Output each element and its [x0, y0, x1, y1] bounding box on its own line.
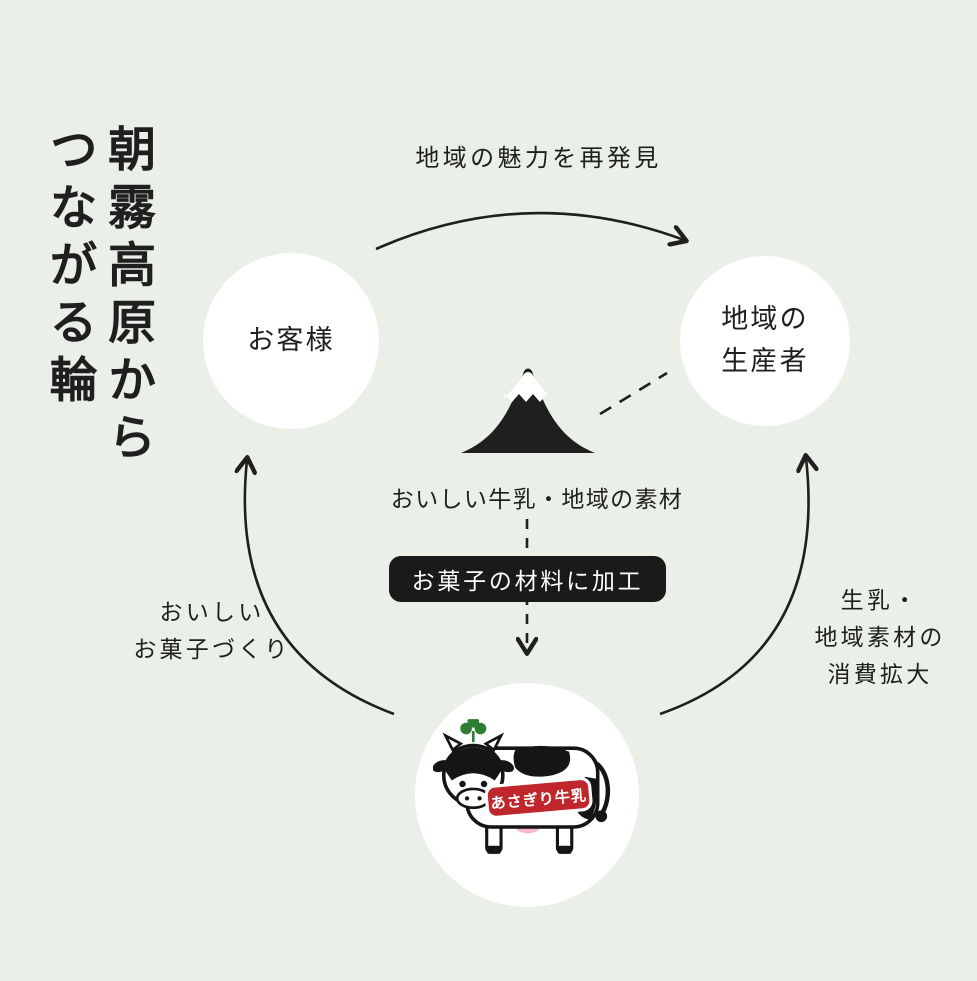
- flow-label-left: おいしい お菓子づくり: [133, 600, 291, 662]
- ingredients-caption: おいしい牛乳・地域の素材: [390, 487, 684, 512]
- producer-label: 地域の 生産者: [721, 299, 808, 383]
- producer-label-line1: 地域の: [721, 304, 809, 335]
- customer-label: お客様: [247, 325, 335, 356]
- clover-icon: [460, 719, 487, 743]
- node-producer: 地域の 生産者: [680, 256, 850, 426]
- cow-tail-tuft: [595, 810, 608, 823]
- arrow-customer-to-producer: [375, 211, 684, 251]
- node-customer: お客様: [203, 253, 379, 429]
- mount-fuji-icon: [461, 368, 595, 453]
- node-factory: あさぎり牛乳: [415, 683, 639, 907]
- producer-label-line2: 生産者: [721, 346, 809, 376]
- process-pill: お菓子の材料に加工: [389, 556, 666, 602]
- dashed-line-to-producer: [599, 371, 668, 416]
- flow-label-right: 生乳・ 地域素材の 消費拡大: [814, 588, 946, 687]
- arrow-factory-to-customer: [245, 460, 395, 716]
- asagiri-milk-logo: あさぎり牛乳: [433, 719, 611, 854]
- page-title: 朝霧高原から つながる輪: [38, 124, 155, 470]
- page-title-column-1: 朝霧高原から: [100, 124, 154, 470]
- flow-label-top: 地域の魅力を再発見: [415, 146, 662, 172]
- page-title-column-2: つながる輪: [41, 124, 95, 412]
- brand-banner: あさぎり牛乳: [484, 776, 593, 819]
- arrow-factory-to-producer: [659, 458, 809, 716]
